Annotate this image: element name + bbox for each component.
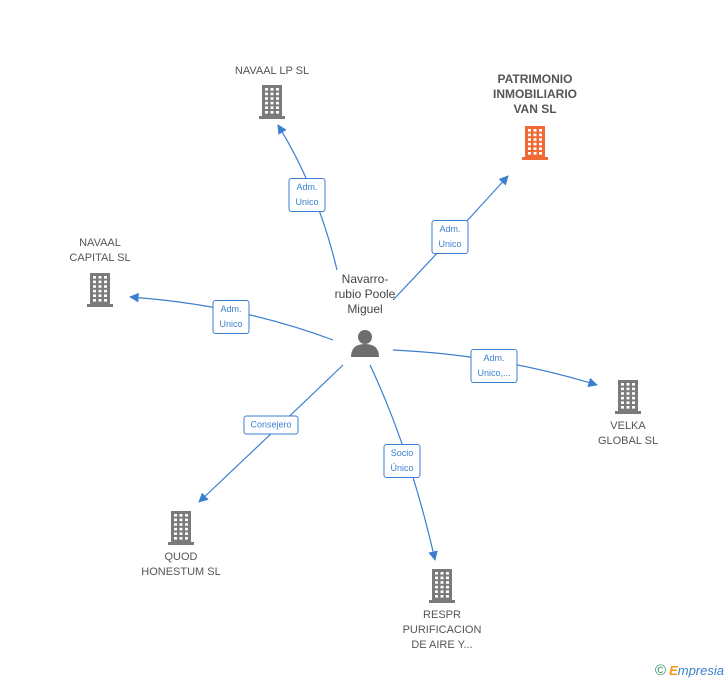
brand-name: mpresia — [677, 663, 724, 678]
company-label-respr[interactable]: RESPR PURIFICACION DE AIRE Y... — [402, 609, 482, 651]
empresia-credit[interactable]: ©Empresia — [655, 662, 724, 679]
edge-label-velka[interactable]: Adm. Unico,... — [470, 349, 518, 383]
edge-label-quod[interactable]: Consejero — [243, 415, 299, 435]
building-icon-navaal-lp[interactable] — [259, 85, 285, 119]
company-label-quod[interactable]: QUOD HONESTUM SL — [141, 551, 221, 578]
company-label-patrimonio[interactable]: PATRIMONIO INMOBILIARIO VAN SL — [493, 72, 577, 116]
company-label-navaal-capital[interactable]: NAVAAL CAPITAL SL — [69, 237, 131, 264]
company-label-navaal-lp[interactable]: NAVAAL LP SL — [234, 65, 310, 77]
building-icon-quod[interactable] — [168, 511, 194, 545]
person-label[interactable]: Navarro- rubio Poole Miguel — [334, 272, 396, 316]
edge-label-patrimonio[interactable]: Adm. Unico — [431, 220, 469, 254]
edge-label-navaal-lp[interactable]: Adm. Unico — [288, 178, 326, 212]
company-label-velka[interactable]: VELKA GLOBAL SL — [597, 420, 659, 447]
building-icon-patrimonio[interactable] — [522, 126, 548, 160]
brand-initial: E — [669, 663, 678, 678]
copyright-icon: © — [655, 662, 667, 679]
edge-label-navaal-capital[interactable]: Adm. Unico — [212, 300, 250, 334]
building-icon-velka[interactable] — [615, 380, 641, 414]
edge-label-respr[interactable]: Socio Único — [383, 444, 421, 478]
building-icon-respr[interactable] — [429, 569, 455, 603]
building-icon-navaal-capital[interactable] — [87, 273, 113, 307]
person-icon[interactable] — [351, 330, 379, 357]
